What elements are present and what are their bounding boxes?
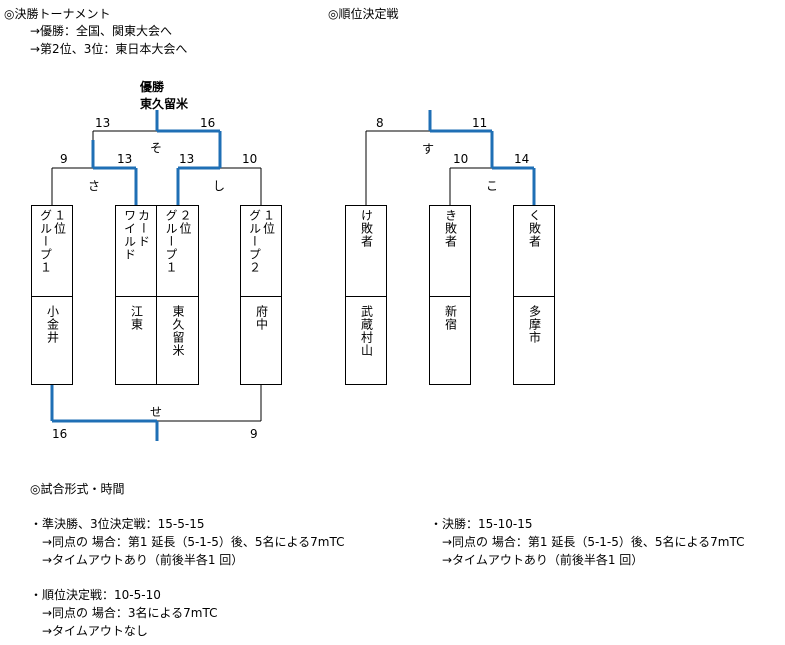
match-label-su: す [422, 142, 435, 156]
semis-tie-rule: →同点の 場合：第1 延長（5-1-5）後、5名による7mTC [42, 535, 345, 549]
team-box-koganei: １位 グループ１ 小金井 [31, 205, 73, 385]
score-shi-left: 13 [179, 152, 195, 166]
team-box-shinjuku: き敗者 新宿 [429, 205, 471, 385]
score-sa-right: 13 [117, 152, 133, 166]
winner-team: 東久留米 [140, 97, 189, 111]
team-box-higashikurume: ２位 グループ１ 東久留米 [156, 205, 199, 385]
semis-format: ・準決勝、3位決定戦：15-5-15 [30, 517, 205, 531]
final-tournament-title: ◎決勝トーナメント [4, 7, 111, 21]
score-su-left: 8 [376, 116, 384, 130]
score-shi-right: 10 [242, 152, 258, 166]
match-label-shi: し [213, 179, 226, 193]
final-tournament-note-1: →優勝：全国、関東大会へ [30, 24, 173, 38]
match-label-ko: こ [486, 179, 499, 193]
seed-line-2: グループ２ [247, 209, 262, 274]
score-sa-left: 9 [60, 152, 68, 166]
format-title: ◎試合形式・時間 [30, 482, 125, 496]
seed-line: く敗者 [527, 209, 542, 248]
team-name: 府中 [254, 305, 269, 331]
score-se-left: 16 [52, 427, 68, 441]
seed-line-1: １位 [52, 209, 67, 235]
final-tie-rule: →同点の 場合：第1 延長（5-1-5）後、5名による7mTC [442, 535, 745, 549]
placement-format: ・順位決定戦：10-5-10 [30, 588, 161, 602]
score-so-left: 13 [95, 116, 111, 130]
score-ko-right: 14 [514, 152, 530, 166]
team-box-koto: カード ワイルド 江東 [115, 205, 157, 385]
team-name: 武蔵村山 [359, 305, 374, 357]
score-ko-left: 10 [453, 152, 469, 166]
team-name: 多摩市 [527, 305, 542, 344]
score-se-right: 9 [250, 427, 258, 441]
placement-tie-rule: →同点の 場合：3名による7mTC [42, 606, 218, 620]
seed-line-2: ワイルド [122, 209, 137, 261]
seed-line: け敗者 [359, 209, 374, 248]
match-label-so: そ [150, 141, 163, 155]
seed-line-1: ２位 [178, 209, 192, 235]
score-su-right: 11 [472, 116, 488, 130]
winner-label: 優勝 [140, 80, 165, 94]
team-name: 新宿 [443, 305, 458, 331]
team-box-musashimurayama: け敗者 武蔵村山 [345, 205, 387, 385]
final-format: ・決勝：15-10-15 [430, 517, 533, 531]
final-tournament-note-2: →第2位、3位：東日本大会へ [30, 42, 188, 56]
semis-timeout-rule: →タイムアウトあり（前後半各1 回） [42, 553, 244, 567]
seed-line-2: グループ１ [38, 209, 53, 274]
team-name: 東久留米 [171, 305, 185, 357]
match-label-se: せ [150, 405, 163, 419]
score-so-right: 16 [200, 116, 216, 130]
seed-line: き敗者 [443, 209, 458, 248]
team-box-fuchu: １位 グループ２ 府中 [240, 205, 282, 385]
final-timeout-rule: →タイムアウトあり（前後半各1 回） [442, 553, 644, 567]
seed-line-1: １位 [261, 209, 276, 235]
seed-line-2: グループ１ [164, 209, 178, 274]
team-name: 小金井 [45, 305, 60, 344]
placement-title: ◎順位決定戦 [328, 7, 399, 21]
team-name: 江東 [129, 305, 144, 331]
match-label-sa: さ [88, 179, 101, 193]
team-box-tama: く敗者 多摩市 [513, 205, 555, 385]
placement-timeout-rule: →タイムアウトなし [42, 624, 148, 638]
seed-line-1: カード [136, 209, 151, 248]
